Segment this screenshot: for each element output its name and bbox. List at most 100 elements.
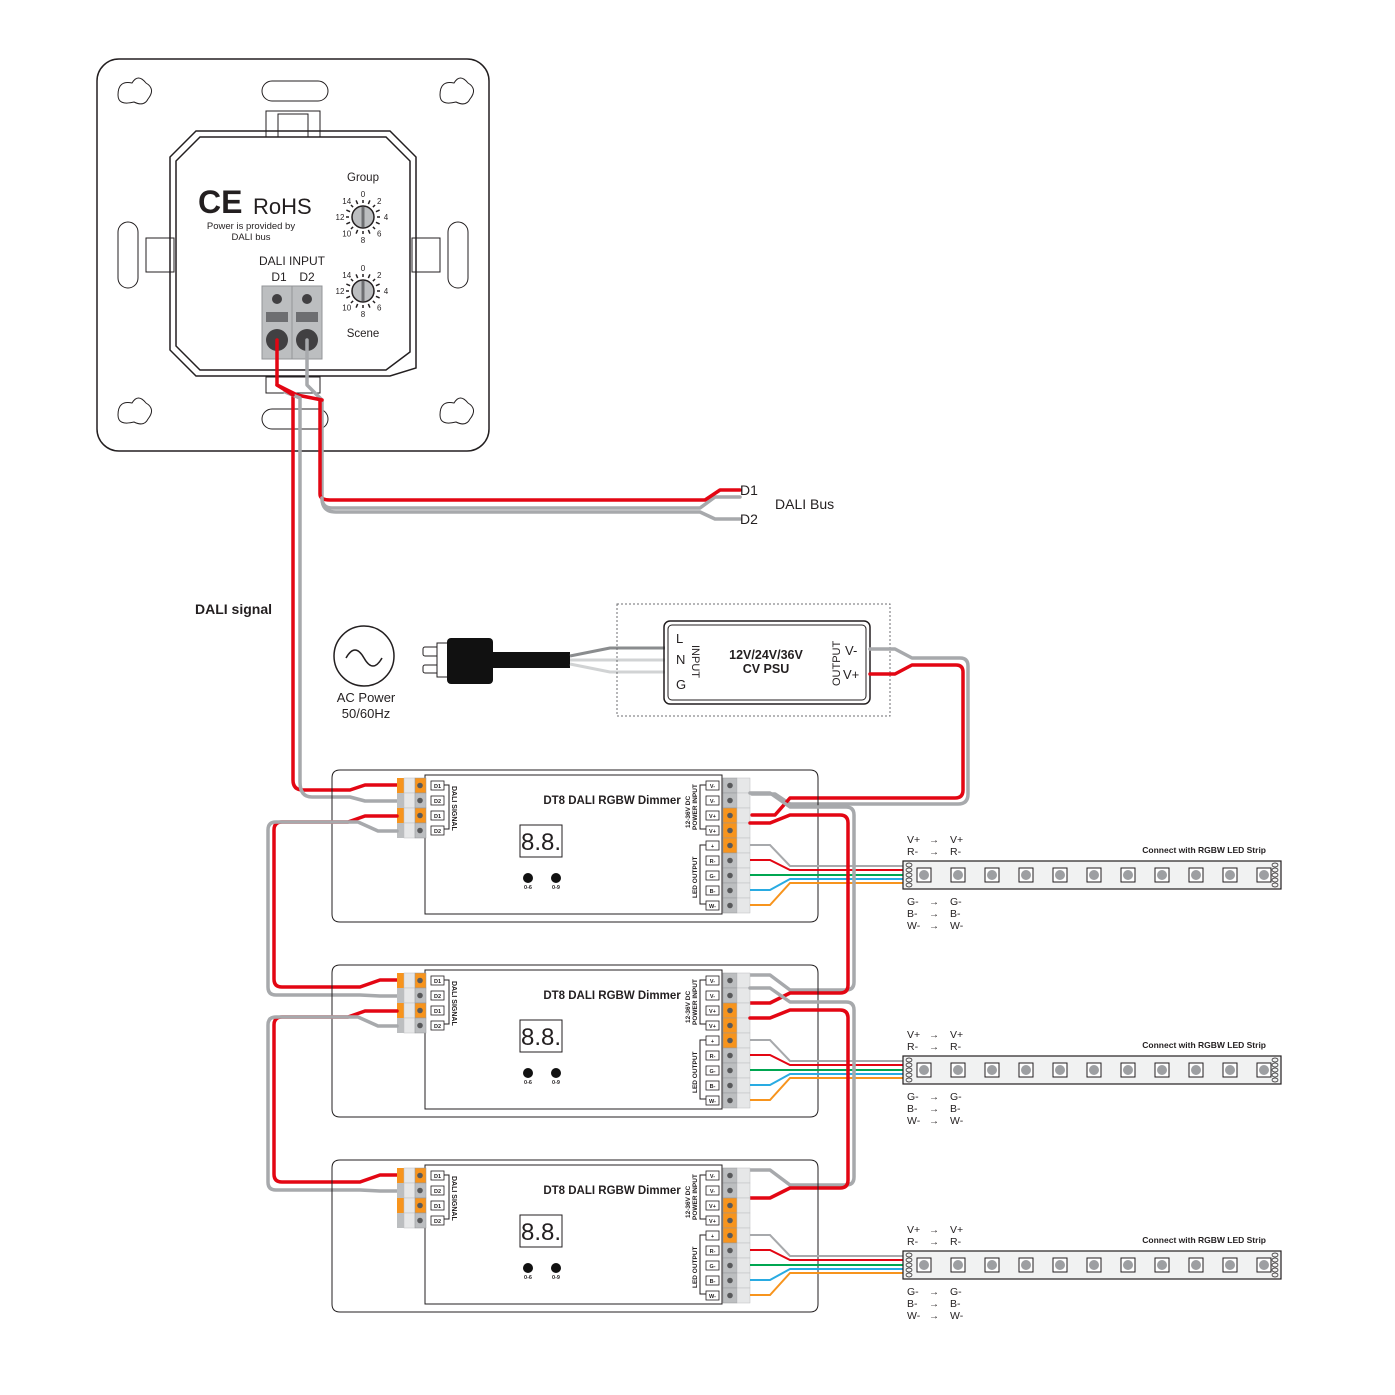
group-dial-label: Group (347, 172, 379, 184)
button-0-6[interactable] (523, 873, 533, 883)
button-0-9-label: 0-9 (552, 1275, 560, 1281)
strip-label: Connect with RGBW LED Strip (1142, 1040, 1266, 1050)
terminal-label: B- (710, 889, 716, 895)
dimmer-housing (331, 964, 819, 1118)
button-0-6[interactable] (523, 1068, 533, 1078)
led-wire (750, 1249, 905, 1261)
seven-segment-display (519, 1214, 563, 1248)
power-plug-icon (422, 638, 570, 684)
led-output-label: LED OUTPUT (692, 1246, 699, 1288)
button-0-9[interactable] (551, 1263, 561, 1273)
seven-segment-display (519, 824, 563, 858)
dali-terminal-label: D2 (434, 1189, 441, 1195)
dial-number: 14 (342, 271, 351, 280)
arrow-right-icon: → (929, 835, 939, 846)
dial-number: 12 (336, 287, 345, 296)
terminal-d1-screw-icon (272, 294, 282, 304)
mapping-to: V+ (950, 834, 963, 846)
power-chain-v-plus (748, 1008, 850, 1200)
dial-number: 2 (377, 197, 382, 206)
dali-terminal-label: D1 (434, 1174, 441, 1180)
terminal-label: R- (710, 859, 716, 865)
button-0-9[interactable] (551, 1068, 561, 1078)
terminal-d2-label: D2 (299, 270, 315, 284)
power-chain-v-plus (748, 813, 850, 1005)
arrow-right-icon: → (929, 1092, 939, 1103)
power-range-label: 12-36V DC (685, 796, 692, 828)
clip-left (145, 237, 175, 273)
mapping-to: B- (950, 908, 961, 920)
mapping-from: V+ (907, 834, 920, 846)
mapping-to: R- (950, 846, 962, 858)
led-wire (750, 1054, 905, 1066)
terminal-label: V+ (709, 1024, 716, 1030)
psu-terminal-l: L (676, 631, 683, 646)
module-body-outer (169, 130, 417, 377)
terminal-label: W- (709, 904, 716, 910)
power-input-label: POWER INPUT (692, 1174, 699, 1220)
mapping-to: B- (950, 1298, 961, 1310)
terminal-label: V- (710, 979, 715, 985)
dial-number: 4 (384, 213, 389, 222)
dali-chain-d2 (266, 1015, 399, 1193)
ac-power-label: AC Power (337, 690, 396, 705)
display-digits: 8.8. (521, 829, 561, 856)
mapping-to: W- (950, 1115, 964, 1127)
mapping-from: G- (907, 896, 919, 908)
button-0-6-label: 0-6 (524, 1275, 532, 1281)
arrow-right-icon: → (929, 1287, 939, 1298)
power-range-label: 12-36V DC (685, 1186, 692, 1218)
dali-terminal-label: D2 (434, 1024, 441, 1030)
mount-slot-left (117, 221, 139, 289)
button-0-6-label: 0-6 (524, 885, 532, 891)
dial-number: 8 (361, 310, 366, 319)
psu-terminal-v-plus: V+ (843, 667, 859, 682)
terminal-label: V+ (709, 1219, 716, 1225)
button-0-9[interactable] (551, 873, 561, 883)
button-0-6[interactable] (523, 1263, 533, 1273)
dali-bus-d1-label: D1 (740, 482, 758, 498)
dimmer-body (424, 1164, 723, 1305)
mapping-to: G- (950, 1286, 962, 1298)
terminal-label: V- (710, 799, 715, 805)
strip-body (902, 860, 1282, 890)
mount-slot-top (261, 80, 329, 102)
psu-input-label: INPUT (689, 645, 701, 678)
terminal-label: G- (709, 1069, 715, 1075)
arrow-right-icon: → (929, 1311, 939, 1322)
terminal-label: G- (709, 874, 715, 880)
terminal-label: V+ (709, 814, 716, 820)
dial-number: 6 (377, 303, 382, 312)
module-body-inner (175, 136, 411, 371)
scene-dial-label: Scene (347, 328, 380, 340)
mount-slot-bottom (261, 408, 329, 430)
psu: L N G INPUT 12V/24V/36V CV PSU OUTPUT V-… (616, 603, 891, 717)
dali-chain-d1 (272, 814, 399, 989)
led-strips: Connect with RGBW LED StripV+→V+R-→R-G-→… (902, 834, 1282, 1322)
led-wire (750, 1077, 905, 1101)
dali-signal-label: DALI SIGNAL (450, 981, 457, 1026)
terminal-label: V- (710, 784, 715, 790)
terminal-label: B- (710, 1084, 716, 1090)
terminal-label: + (711, 1039, 714, 1045)
mapping-from: B- (907, 908, 918, 920)
power-input-label: POWER INPUT (692, 784, 699, 830)
button-0-6-label: 0-6 (524, 1080, 532, 1086)
dali-terminal-label: D2 (434, 1219, 441, 1225)
terminal-label: W- (709, 1294, 716, 1300)
psu-terminal-n: N (676, 652, 685, 667)
dali-terminal-label: D1 (434, 979, 441, 985)
clip-right (411, 237, 441, 273)
mapping-from: W- (907, 1310, 921, 1322)
psu-terminal-g: G (676, 677, 686, 692)
mapping-to: R- (950, 1236, 962, 1248)
display-digits: 8.8. (521, 1219, 561, 1246)
led-wire (750, 1272, 905, 1296)
dali-chain-d2 (266, 820, 399, 998)
dali-bus-label: DALI Bus (775, 496, 834, 512)
arrow-right-icon: → (929, 909, 939, 920)
led-wire (750, 1073, 905, 1086)
